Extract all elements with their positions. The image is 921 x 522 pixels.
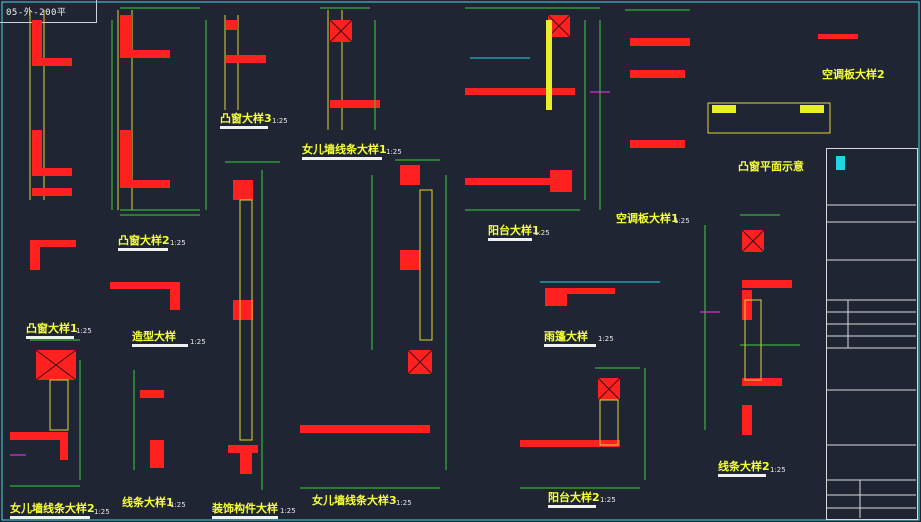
underline (302, 157, 382, 160)
label-yang-tai-2: 阳台大样2 (548, 491, 600, 504)
scale-tu-chuang-2: 1:25 (170, 239, 186, 247)
layout-tab[interactable]: 05-外-200平 (0, 0, 97, 23)
underline (718, 474, 766, 477)
label-nv-er-qiang-1: 女儿墙线条大样1 (302, 143, 387, 156)
scale-nv-er-qiang-3: 1:25 (396, 499, 412, 507)
label-zao-xing: 造型大样 (132, 330, 176, 343)
scale-nv-er-qiang-2: 1:25 (94, 508, 110, 516)
underline (118, 248, 168, 251)
label-kong-tiao-1: 空调板大样1 (616, 212, 679, 225)
label-tu-chuang-3: 凸窗大样3 (220, 112, 272, 125)
label-xian-tiao-1: 线条大样1 (122, 496, 174, 509)
scale-xian-tiao-2: 1:25 (770, 466, 786, 474)
scale-yang-tai-1: 1:25 (534, 229, 550, 237)
label-yang-tai-1: 阳台大样1 (488, 224, 540, 237)
label-tu-chuang-ping-mian: 凸窗平面示意 (738, 160, 804, 173)
scale-yang-tai-2: 1:25 (600, 496, 616, 504)
underline (10, 516, 90, 519)
scale-tu-chuang-3: 1:25 (272, 117, 288, 125)
underline (544, 344, 596, 347)
label-zhuang-shi: 装饰构件大样 (212, 502, 278, 515)
underline (488, 238, 532, 241)
underline (220, 126, 268, 129)
scale-nv-er-qiang-1: 1:25 (386, 148, 402, 156)
scale-zao-xing: 1:25 (190, 338, 206, 346)
underline (26, 336, 74, 339)
label-yu-peng: 雨篷大样 (544, 330, 588, 343)
label-nv-er-qiang-3: 女儿墙线条大样3 (312, 494, 397, 507)
title-block (826, 148, 918, 520)
scale-yu-peng: 1:25 (598, 335, 614, 343)
label-tu-chuang-2: 凸窗大样2 (118, 234, 170, 247)
underline (548, 505, 596, 508)
scale-kong-tiao-1: 1:25 (674, 217, 690, 225)
underline (212, 516, 278, 519)
scale-tu-chuang-1: 1:25 (76, 327, 92, 335)
layout-tab-label: 05-外-200平 (6, 8, 67, 18)
label-kong-tiao-2: 空调板大样2 (822, 68, 885, 81)
scale-zhuang-shi: 1:25 (280, 507, 296, 515)
label-nv-er-qiang-2: 女儿墙线条大样2 (10, 502, 95, 515)
label-xian-tiao-2: 线条大样2 (718, 460, 770, 473)
scale-xian-tiao-1: 1:25 (170, 501, 186, 509)
label-tu-chuang-1: 凸窗大样1 (26, 322, 78, 335)
underline (132, 344, 188, 347)
